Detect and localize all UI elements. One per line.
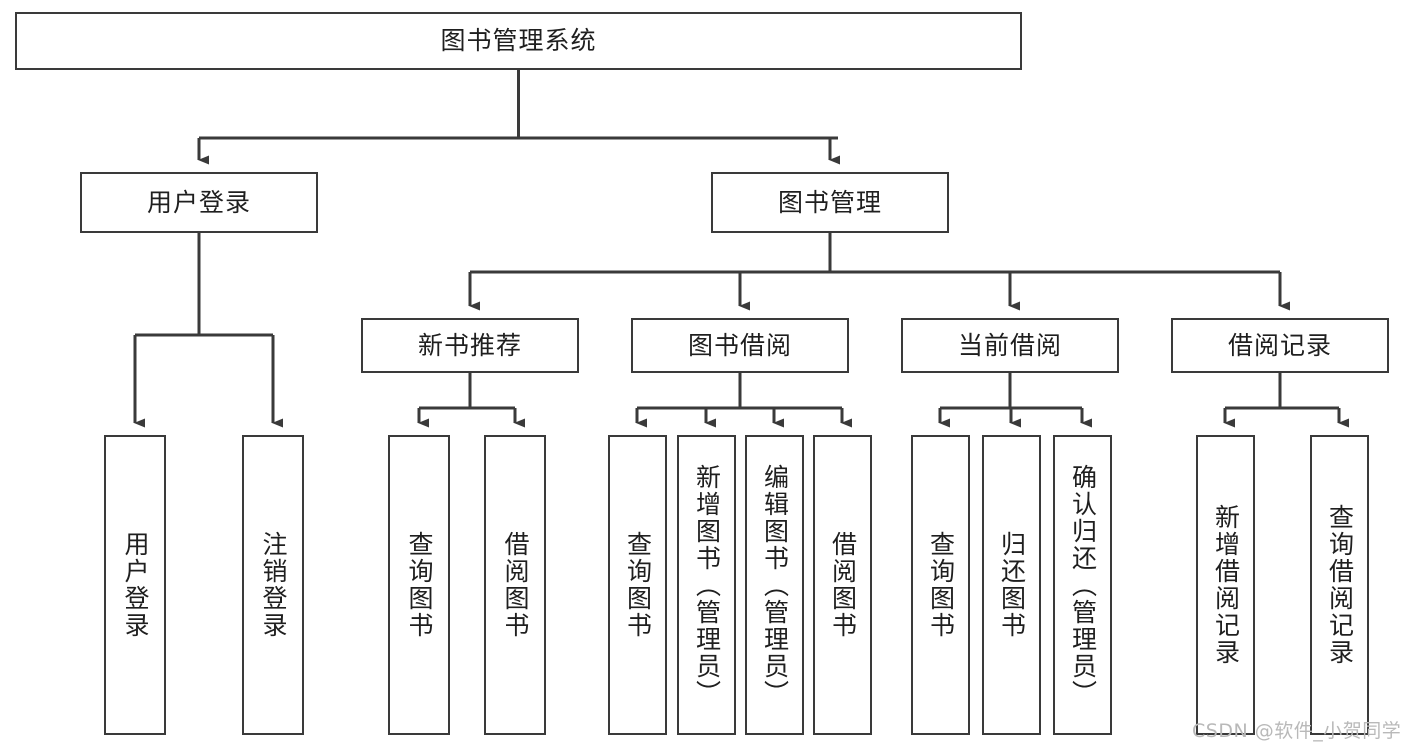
leaf-borrow-book-recommend[interactable]: 借阅图书 xyxy=(484,435,546,735)
node-label: 用户登录 xyxy=(146,187,251,217)
leaf-user-login[interactable]: 用户登录 xyxy=(104,435,166,735)
leaf-add-book-admin[interactable]: 新增图书（管理员） xyxy=(677,435,736,735)
watermark-text: CSDN @软件_小贺同学 xyxy=(1192,720,1402,742)
node-current-borrow[interactable]: 当前借阅 xyxy=(901,318,1119,373)
leaf-add-borrow-record[interactable]: 新增借阅记录 xyxy=(1196,435,1255,735)
leaf-confirm-return-admin[interactable]: 确认归还（管理员） xyxy=(1053,435,1112,735)
node-user-login[interactable]: 用户登录 xyxy=(80,172,318,233)
node-book-borrow[interactable]: 图书借阅 xyxy=(631,318,849,373)
leaf-query-book-borrow[interactable]: 查询图书 xyxy=(608,435,667,735)
leaf-borrow-book[interactable]: 借阅图书 xyxy=(813,435,872,735)
node-new-book-recommend[interactable]: 新书推荐 xyxy=(361,318,579,373)
leaf-query-book-recommend[interactable]: 查询图书 xyxy=(388,435,450,735)
node-label: 新增借阅记录 xyxy=(1211,504,1241,666)
leaf-query-book-current[interactable]: 查询图书 xyxy=(911,435,970,735)
node-label: 注销登录 xyxy=(259,531,288,639)
node-label: 编辑图书（管理员） xyxy=(760,463,790,707)
node-label: 图书管理 xyxy=(777,187,882,217)
node-label: 归还图书 xyxy=(997,531,1027,639)
node-label: 查询图书 xyxy=(926,531,956,639)
node-label: 图书管理系统 xyxy=(440,26,597,56)
node-label: 借阅图书 xyxy=(828,531,858,639)
leaf-edit-book-admin[interactable]: 编辑图书（管理员） xyxy=(745,435,804,735)
leaf-logout[interactable]: 注销登录 xyxy=(242,435,304,735)
node-label: 新书推荐 xyxy=(417,330,522,360)
leaf-return-book[interactable]: 归还图书 xyxy=(982,435,1041,735)
node-label: 当前借阅 xyxy=(957,330,1062,360)
node-book-management[interactable]: 图书管理 xyxy=(711,172,949,233)
leaf-query-borrow-record[interactable]: 查询借阅记录 xyxy=(1310,435,1369,735)
node-label: 新增图书（管理员） xyxy=(692,463,722,707)
node-label: 查询借阅记录 xyxy=(1325,504,1355,666)
node-root-system[interactable]: 图书管理系统 xyxy=(15,12,1022,70)
node-label: 用户登录 xyxy=(121,531,150,639)
node-label: 确认归还（管理员） xyxy=(1068,463,1098,707)
node-label: 查询图书 xyxy=(405,531,434,639)
node-borrow-record[interactable]: 借阅记录 xyxy=(1171,318,1389,373)
node-label: 查询图书 xyxy=(623,531,653,639)
node-label: 借阅记录 xyxy=(1227,330,1332,360)
node-label: 借阅图书 xyxy=(501,531,530,639)
node-label: 图书借阅 xyxy=(687,330,792,360)
